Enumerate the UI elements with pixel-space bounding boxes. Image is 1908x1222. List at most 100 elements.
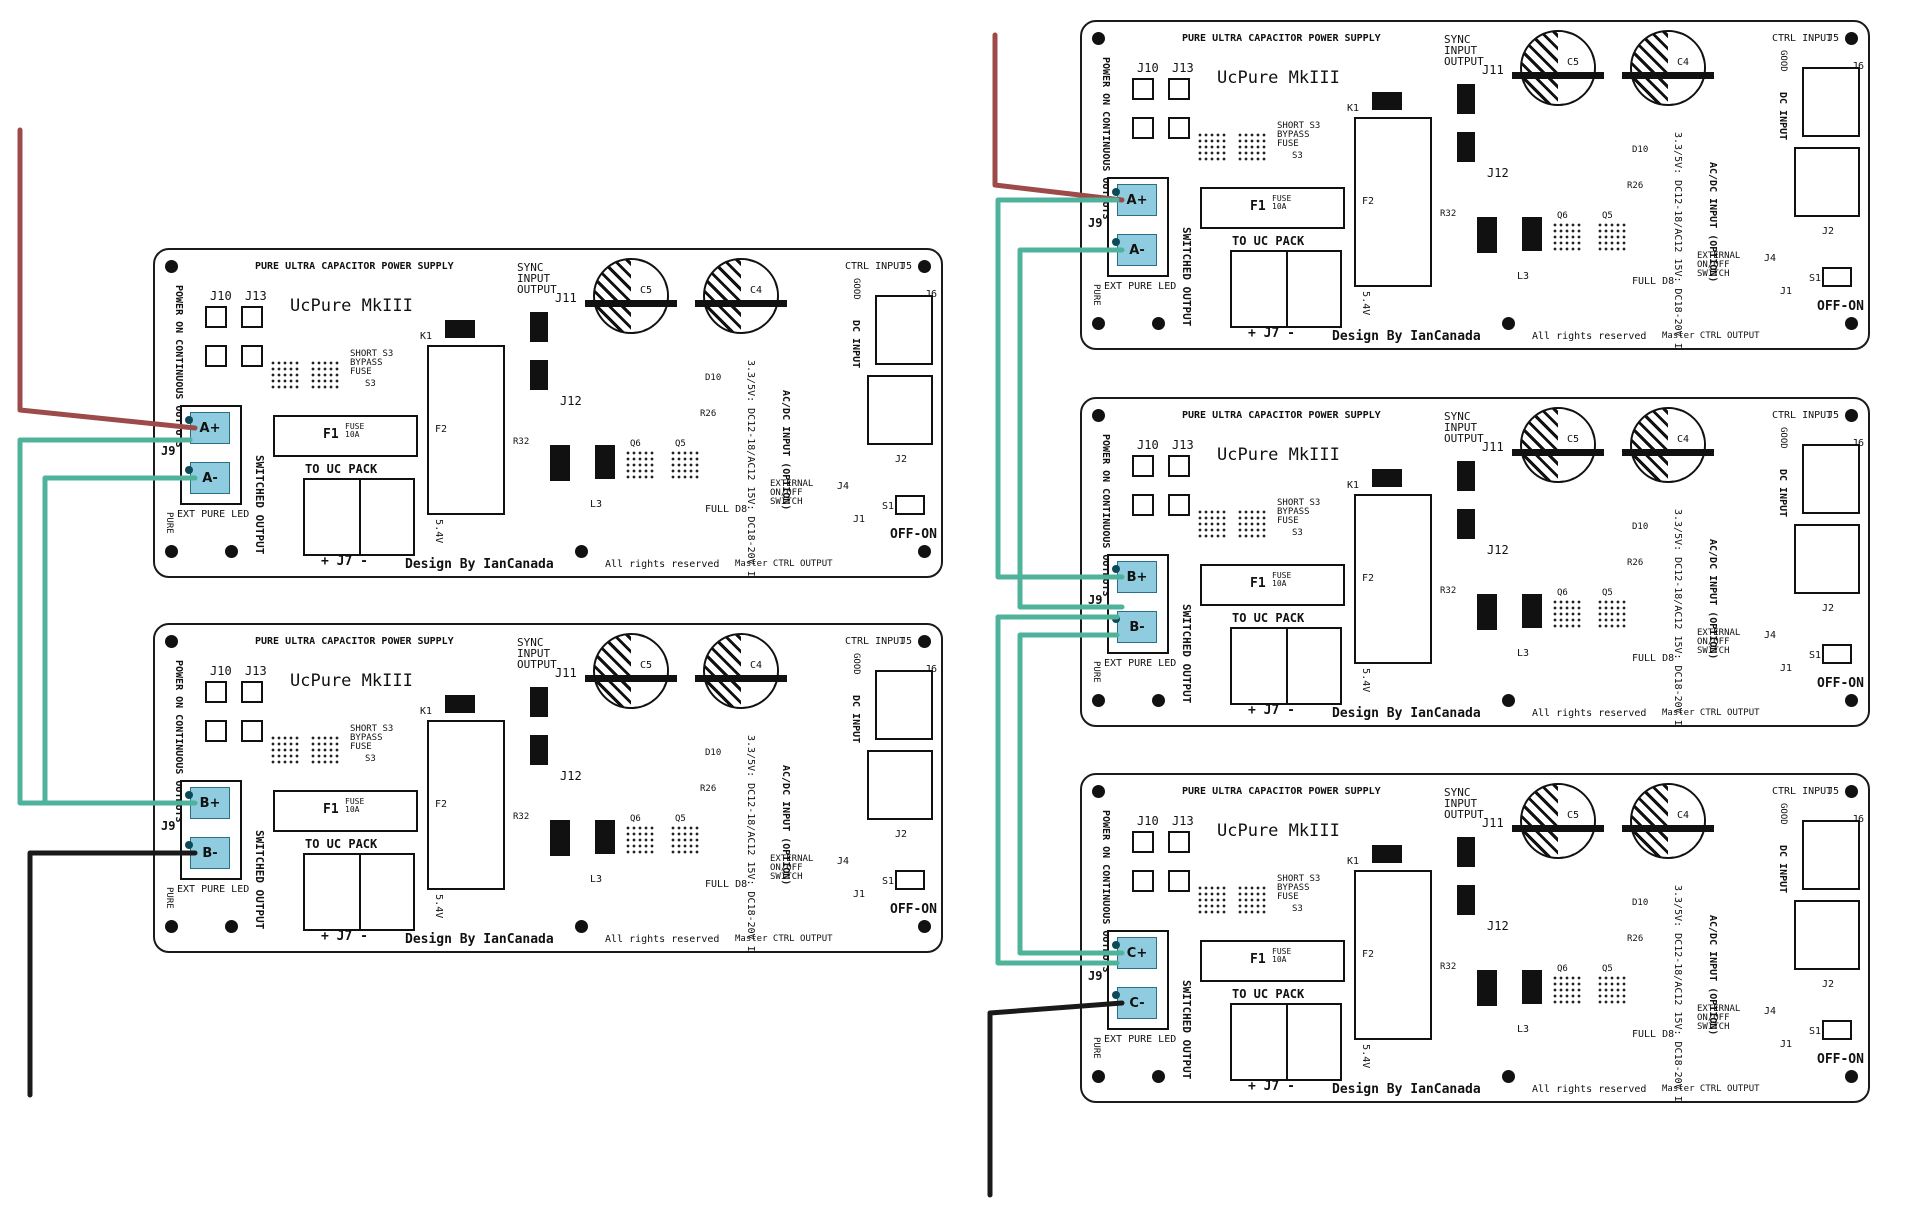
j13-pad <box>241 720 263 742</box>
j2-label: J2 <box>1822 603 1835 614</box>
j12-label: J12 <box>1487 543 1509 557</box>
mosfet-q3 <box>1197 509 1227 539</box>
j6-label: J6 <box>1852 439 1864 449</box>
ext-pure-led-label: EXT PURE LED <box>1104 1034 1177 1045</box>
j13-header <box>1168 455 1190 477</box>
mount-hole <box>1152 694 1165 707</box>
q5-label: Q5 <box>675 814 686 824</box>
terminal-negative-dot <box>185 466 193 474</box>
j10-pad <box>205 720 227 742</box>
ucpure-board-right-bottom: PURE ULTRA CAPACITOR POWER SUPPLY UcPure… <box>1080 773 1870 1103</box>
j7-label: + J7 - <box>1248 1079 1295 1094</box>
j7-divider <box>1286 250 1288 328</box>
positive-wire-right <box>992 32 1125 203</box>
board-title: PURE ULTRA CAPACITOR POWER SUPPLY <box>1182 410 1381 421</box>
off-on-label: OFF-ON <box>1817 676 1864 691</box>
ext-pure-led-label: EXT PURE LED <box>1104 658 1177 669</box>
f2-label: F2 <box>1362 196 1375 207</box>
j11-label: J11 <box>1482 816 1504 830</box>
j4-label: J4 <box>1764 630 1777 641</box>
dc-jack <box>1802 67 1860 137</box>
r32-label: R32 <box>513 437 530 447</box>
d10-label: D10 <box>1632 898 1649 908</box>
s1-label: S1 <box>882 501 895 512</box>
mount-hole <box>1152 1070 1165 1083</box>
capacitor-c5-bar <box>585 300 677 307</box>
fuse-holder <box>273 790 418 832</box>
external-switch-label: EXTERNAL ON/OFF SWITCH <box>1697 628 1741 656</box>
to-uc-pack-label: TO UC PACK <box>305 462 378 476</box>
switch-s1 <box>895 495 925 515</box>
s1-label: S1 <box>882 876 895 887</box>
diode-block <box>1522 970 1542 1004</box>
j1-label: J1 <box>853 889 866 900</box>
capacitor-c5-bar <box>1512 449 1604 456</box>
fuse-rating: FUSE 10A <box>345 422 365 439</box>
acdc-terminal-block <box>1794 900 1860 970</box>
dc-jack <box>1802 820 1860 890</box>
j7-divider <box>359 478 361 556</box>
f2-label: F2 <box>435 424 448 435</box>
j10-header <box>1132 831 1154 853</box>
series-wire-right-3 <box>1017 632 1125 956</box>
ctrl-input-label: CTRL INPUT <box>845 636 906 647</box>
j13-label: J13 <box>245 664 267 678</box>
terminal-negative: B- <box>1117 611 1157 643</box>
capacitor-c5 <box>1520 30 1596 106</box>
r32-label: R32 <box>1440 209 1457 219</box>
j13-label: J13 <box>1172 61 1194 75</box>
j11-label: J11 <box>1482 440 1504 454</box>
mount-hole <box>918 920 931 933</box>
master-ctrl-label: Master CTRL OUTPUT <box>1662 708 1760 718</box>
mount-hole <box>1845 317 1858 330</box>
r26-label: R26 <box>700 784 717 794</box>
capacitor-c4 <box>703 633 779 709</box>
series-wire-right-1 <box>995 197 1125 580</box>
j10-pad <box>1132 494 1154 516</box>
mount-hole <box>1152 317 1165 330</box>
f1-label: F1 <box>323 427 339 442</box>
capacitor-c5-bar <box>585 675 677 682</box>
switch-s1 <box>895 870 925 890</box>
mosfet-q3 <box>270 360 300 390</box>
rights-text: All rights reserved <box>1532 1084 1647 1095</box>
mosfet-q4 <box>1237 509 1267 539</box>
j11-label: J11 <box>1482 63 1504 77</box>
ctrl-input-label: CTRL INPUT <box>1772 410 1833 421</box>
mosfet-q6 <box>1552 599 1582 629</box>
j1-label: J1 <box>853 514 866 525</box>
terminal-negative-dot <box>1112 238 1120 246</box>
j6-label: J6 <box>1852 815 1864 825</box>
fuse-holder <box>1200 940 1345 982</box>
mosfet-q4 <box>310 360 340 390</box>
terminal-positive-dot <box>185 416 193 424</box>
j7-divider <box>1286 1003 1288 1081</box>
j13-pad <box>1168 494 1190 516</box>
ucpure-board-left-top: PURE ULTRA CAPACITOR POWER SUPPLY UcPure… <box>153 248 943 578</box>
board-title: PURE ULTRA CAPACITOR POWER SUPPLY <box>255 636 454 647</box>
j11-header <box>1457 84 1475 114</box>
q5-label: Q5 <box>1602 964 1613 974</box>
j11-header <box>1457 837 1475 867</box>
j10-header <box>205 681 227 703</box>
inductor-l3 <box>1477 217 1497 253</box>
regulator-chip <box>1372 92 1402 110</box>
d10-label: D10 <box>1632 145 1649 155</box>
mount-hole <box>918 545 931 558</box>
j11-header <box>530 687 548 717</box>
short-s3-label: SHORT S3 BYPASS FUSE <box>350 724 394 752</box>
board-model: UcPure MkIII <box>290 296 413 316</box>
d10-label: D10 <box>1632 522 1649 532</box>
j12-header <box>1457 509 1475 539</box>
diode-block <box>1522 594 1542 628</box>
acdc-terminal-block <box>1794 524 1860 594</box>
ctrl-input-label: CTRL INPUT <box>845 261 906 272</box>
mount-hole <box>165 920 178 933</box>
l3-label: L3 <box>1517 271 1530 282</box>
d10-label: D10 <box>705 748 722 758</box>
c5-label: C5 <box>1567 434 1580 445</box>
sync-label: SYNC INPUT OUTPUT <box>1444 410 1484 445</box>
k1-label: K1 <box>420 706 433 717</box>
